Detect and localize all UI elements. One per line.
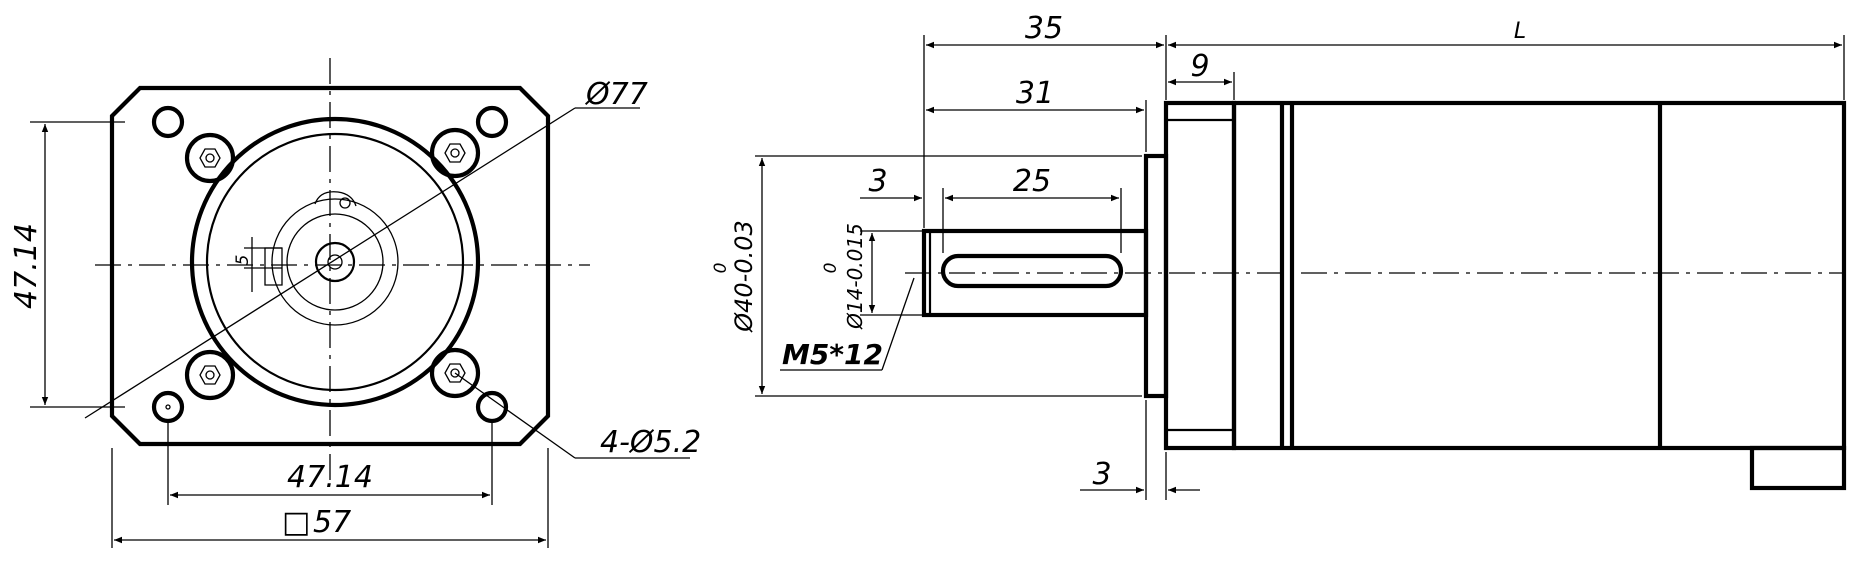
motor-flange: [1163, 100, 1237, 451]
connector-box: [1749, 445, 1847, 491]
screw-bottom-right: [429, 347, 481, 399]
hub-circle-inner: [286, 213, 384, 311]
mount-hole-center-mark: [165, 404, 171, 410]
thread: M5*12: [782, 338, 883, 371]
side-view: 35 L 9 31 25 3 Ø40-0.03 0 Ø14-0.015 0: [711, 11, 1847, 500]
mount-hole-bottom-right: [475, 390, 509, 424]
shaft-key-profile: [264, 247, 283, 286]
pilot-boss: [1143, 153, 1169, 399]
pilot-circle-inner: [205, 132, 465, 392]
thread-leader: [881, 277, 915, 371]
shaft-circle: [314, 241, 356, 283]
screw-top-left: [184, 132, 236, 184]
center-hole: [327, 254, 343, 270]
dim-circle: Ø77: [584, 77, 648, 112]
dim-L: L: [1514, 19, 1526, 44]
dim-25: 25: [1013, 164, 1051, 199]
keyway: [940, 253, 1124, 289]
hub-circle: [271, 198, 399, 326]
dim-shaft: Ø14-0.015: [843, 223, 867, 330]
dim-width: 47.14: [287, 460, 373, 495]
dim-9: 9: [1190, 49, 1209, 84]
diameter-leader-line: [84, 107, 576, 419]
dim-shaft-upper: 0: [821, 263, 841, 274]
dim-square-symbol: □: [282, 505, 310, 540]
pilot-circle-outer: [189, 116, 481, 408]
dim-height: 47.14: [9, 223, 44, 309]
clip-hole: [339, 197, 351, 209]
front-view: 5 Ø: [9, 58, 701, 548]
dim-35: 35: [1025, 11, 1063, 46]
dim-pilot: Ø40-0.03: [730, 220, 758, 333]
screw-top-right: [429, 127, 481, 179]
dim-3-bottom: 3: [1092, 457, 1111, 492]
flange-outline: [109, 85, 551, 447]
dim-key: 5: [233, 255, 253, 266]
motor-housing: [1231, 100, 1847, 451]
holes-leader: [454, 372, 576, 459]
dim-31: 31: [1016, 76, 1054, 111]
dim-holes: 4-Ø5.2: [600, 425, 701, 460]
dim-3-top: 3: [868, 164, 887, 199]
dim-square: 57: [313, 505, 351, 540]
mount-hole-top-left: [151, 105, 185, 139]
mount-hole-bottom-left: [151, 390, 185, 424]
screw-bottom-left: [184, 349, 236, 401]
mount-hole-top-right: [475, 105, 509, 139]
retaining-clip: [314, 191, 357, 207]
dim-pilot-upper: 0: [711, 263, 731, 274]
